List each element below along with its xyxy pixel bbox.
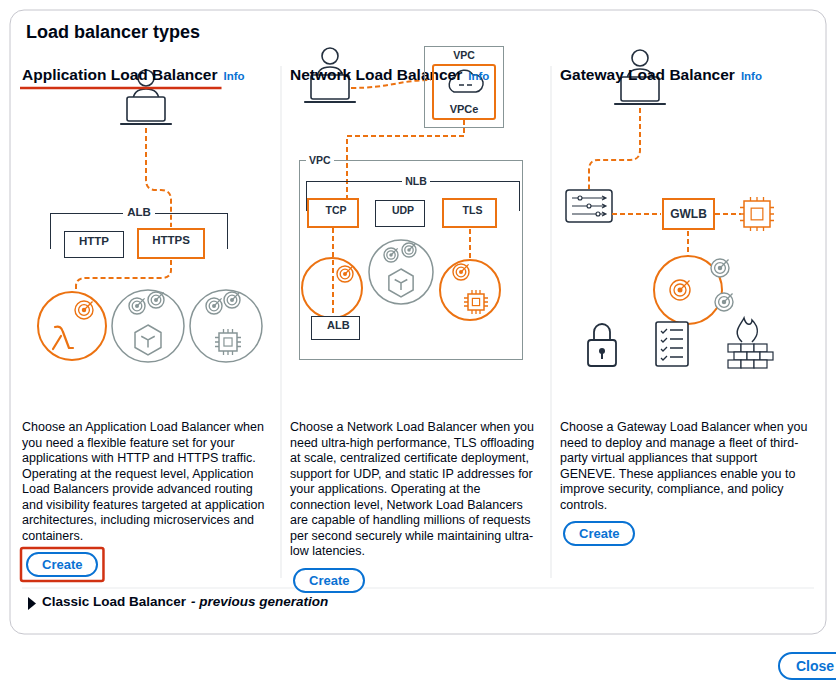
protocol-box: TLS	[442, 198, 497, 228]
target-icon	[337, 266, 353, 282]
instance-icon	[215, 329, 241, 355]
traffic-line	[469, 229, 471, 260]
option-description: Choose a Network Load Balancer when you …	[290, 420, 542, 560]
traffic-line	[687, 231, 689, 256]
target-group	[440, 260, 500, 320]
target-icon	[402, 243, 416, 257]
bracket-label: ALB	[123, 206, 155, 218]
endpoint-label: VPCe	[448, 103, 481, 115]
info-link: Info	[741, 70, 762, 82]
traffic-line	[715, 213, 741, 215]
page-title: Load balancer types	[26, 22, 836, 43]
expand-caret	[28, 597, 36, 610]
button-label: Create	[42, 557, 82, 572]
traffic-line	[589, 108, 640, 189]
create-button: Create	[26, 552, 98, 577]
info-link: Info	[468, 70, 489, 82]
target-icon	[711, 259, 729, 277]
protocol-label: TLS	[460, 204, 486, 216]
lb-option: Gateway Load Balancer InfoChoose a Gatewa…	[560, 66, 812, 576]
protocol-label: TCP	[323, 204, 350, 216]
panel	[10, 10, 826, 634]
protocol-box: HTTPS	[137, 228, 205, 259]
protocol-box: UDP	[375, 200, 425, 227]
target-icon	[148, 292, 164, 308]
vpc-label: VPC	[453, 49, 475, 61]
expander-note: - previous generation	[191, 594, 328, 609]
button-label: Create	[309, 573, 349, 588]
traffic-line	[612, 213, 661, 215]
instance-icon	[740, 197, 774, 231]
target-group	[190, 290, 262, 362]
bracket-label: NLB	[402, 175, 430, 187]
section-divider	[22, 587, 814, 588]
target-icon	[129, 298, 145, 314]
firewall-icon	[728, 318, 773, 368]
gwlb-label: GWLB	[670, 207, 707, 221]
target-icon	[384, 248, 398, 262]
info-link: Info	[224, 70, 245, 82]
nlb-bracket: NLBTCPUDPTLS	[306, 181, 520, 211]
expander-label: Classic Load Balancer	[42, 594, 186, 609]
traffic-line	[76, 260, 171, 292]
target-group	[112, 290, 184, 362]
create-button: Create	[563, 521, 635, 546]
flame	[737, 318, 757, 342]
alb-target-box: ALB	[311, 316, 360, 340]
vpc-box: VPC VPCe	[424, 46, 504, 128]
option-heading: Network Load Balancer	[290, 66, 462, 83]
highlight-underline	[20, 87, 222, 90]
container-icon	[389, 269, 413, 297]
target-icon	[224, 292, 240, 308]
option-heading: Gateway Load Balancer	[560, 66, 735, 83]
target-icon	[715, 293, 733, 311]
column-divider	[281, 66, 551, 578]
document-icon	[656, 322, 688, 366]
protocol-label: HTTPS	[148, 234, 194, 246]
vpc-label: VPC	[306, 154, 334, 166]
gwlb-box: GWLB	[662, 198, 715, 230]
lb-option: Network Load Balancer InfoChoose a Networ…	[290, 66, 542, 576]
target-icon	[670, 280, 690, 300]
vpc-box: VPCNLBTCPUDPTLSALB	[299, 160, 523, 360]
endpoint-box: VPCe	[432, 64, 496, 120]
close-button: Close	[778, 652, 836, 680]
traffic-connector	[332, 228, 334, 316]
expander-row: Classic Load Balancer - previous generati…	[42, 594, 328, 609]
target-icon	[206, 298, 222, 314]
protocol-label: UDP	[389, 204, 417, 216]
option-heading: Application Load Balancer	[22, 66, 218, 83]
protocol-label: HTTP	[75, 235, 113, 247]
protocol-box: TCP	[307, 198, 359, 228]
button-label: Close	[796, 658, 834, 674]
alb-bracket: ALBHTTPHTTPS	[50, 213, 228, 249]
container-icon	[135, 325, 161, 355]
option-description: Choose a Gateway Load Balancer when you …	[560, 420, 812, 513]
traffic-connector	[347, 120, 464, 198]
lambda-icon	[53, 327, 73, 349]
target-group	[369, 240, 433, 304]
protocol-box: HTTP	[64, 231, 124, 258]
lb-option: Application Load Balancer InfoChoose an A…	[22, 66, 274, 576]
target-group	[38, 292, 106, 360]
target-label: ALB	[324, 319, 353, 331]
button-label: Create	[579, 526, 619, 541]
target-icon	[453, 264, 469, 280]
highlight-box	[21, 548, 103, 581]
instance-icon	[464, 290, 488, 314]
create-button: Create	[293, 568, 365, 593]
endpoint-link	[459, 84, 472, 86]
target-icon	[75, 301, 93, 319]
appliance-icon	[566, 190, 612, 222]
option-description: Choose an Application Load Balancer when…	[22, 420, 274, 544]
lock-icon	[588, 324, 616, 366]
